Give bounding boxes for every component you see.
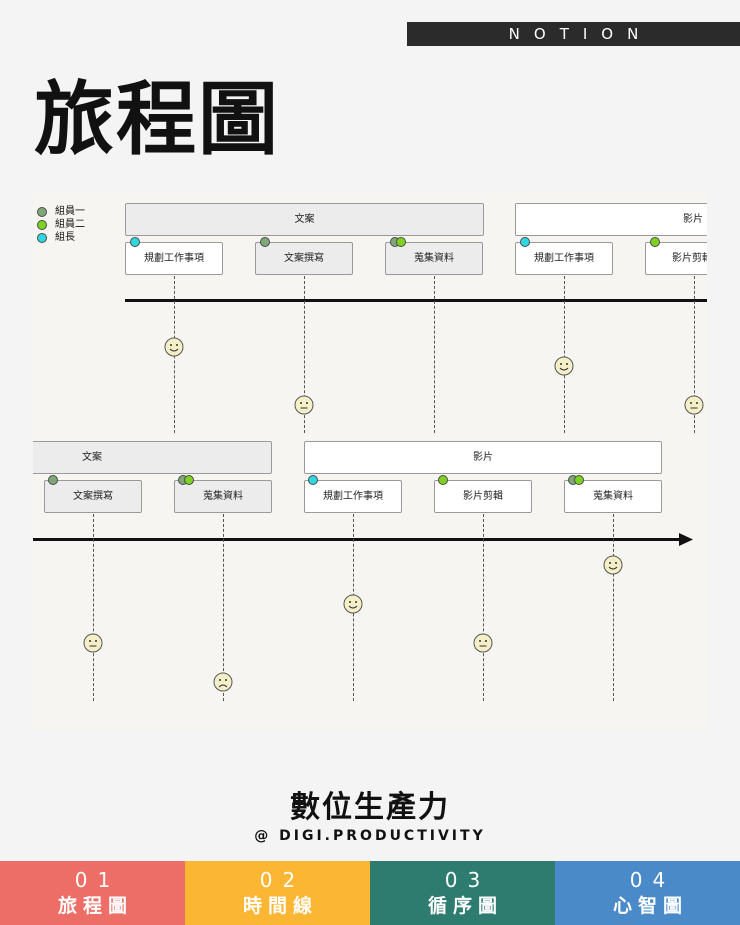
- tab-number: 04: [629, 868, 676, 892]
- task-collect[interactable]: 蒐集資料: [174, 480, 272, 513]
- assignee-member2-dot: [574, 475, 584, 485]
- phase-copywriting[interactable]: 文案: [125, 203, 484, 236]
- task-collect[interactable]: 蒐集資料: [385, 242, 483, 275]
- tab-mindmap[interactable]: 04 心智圖: [555, 861, 740, 925]
- assignee-member1-dot: [260, 237, 270, 247]
- sad-face-icon: [213, 672, 233, 692]
- legend-label: 組員一: [55, 206, 85, 217]
- phase-copywriting-label: 文案: [82, 452, 102, 463]
- footer-handle: @ DIGI.PRODUCTIVITY: [254, 828, 486, 844]
- timeline-axis: [125, 299, 707, 302]
- task-connector: [613, 514, 614, 701]
- task-write[interactable]: 文案撰寫: [255, 242, 353, 275]
- legend-item-leader: 組長: [37, 231, 85, 244]
- footer-title: 數位生產力: [290, 790, 450, 825]
- timeline-axis: [33, 538, 681, 541]
- task-plan[interactable]: 規劃工作事項: [304, 480, 402, 513]
- legend-label: 組長: [55, 232, 75, 243]
- phase-video-label: 影片: [683, 214, 703, 225]
- tab-label: 旅程圖: [57, 895, 133, 917]
- arrow-head-icon: [679, 533, 693, 546]
- task-connector: [223, 514, 224, 701]
- happy-face-icon: [343, 594, 363, 614]
- neutral-face-icon: [473, 633, 493, 653]
- assignee-member2-dot: [184, 475, 194, 485]
- legend-dot-member2: [37, 219, 47, 230]
- tab-label: 循序圖: [427, 895, 503, 917]
- series-tabs: 01 旅程圖 02 時間線 03 循序圖 04 心智圖: [0, 861, 740, 925]
- legend-item-member1: 組員一: [37, 205, 85, 218]
- task-plan[interactable]: 規劃工作事項: [125, 242, 223, 275]
- tab-journey[interactable]: 01 旅程圖: [0, 861, 185, 925]
- assignee-member2-dot: [650, 237, 660, 247]
- happy-face-icon: [554, 356, 574, 376]
- tab-timeline[interactable]: 02 時間線: [185, 861, 370, 925]
- legend-dot-member1: [37, 206, 47, 217]
- tab-number: 01: [74, 868, 121, 892]
- legend-item-member2: 組員二: [37, 218, 85, 231]
- assignee-member2-dot: [438, 475, 448, 485]
- phase-video[interactable]: 影片: [515, 203, 707, 236]
- assignee-leader-dot: [520, 237, 530, 247]
- happy-face-icon: [164, 337, 184, 357]
- legend-label: 組員二: [55, 219, 85, 230]
- neutral-face-icon: [684, 395, 704, 415]
- assignee-leader-dot: [308, 475, 318, 485]
- task-connector: [434, 276, 435, 433]
- assignee-leader-dot: [130, 237, 140, 247]
- task-connector: [304, 276, 305, 433]
- assignee-member1-dot: [48, 475, 58, 485]
- task-edit-label: 影片剪輯: [672, 253, 707, 264]
- task-connector: [564, 276, 565, 433]
- journey-canvas: 組員一 組員二 組長 文案 影片 規劃工作事項 文案撰寫 蒐集資料 規劃工作事項…: [33, 192, 707, 730]
- task-edit[interactable]: 影片剪輯: [434, 480, 532, 513]
- phase-copywriting[interactable]: 文案: [33, 441, 272, 474]
- phase-video[interactable]: 影片: [304, 441, 662, 474]
- task-connector: [483, 514, 484, 701]
- task-write[interactable]: 文案撰寫: [44, 480, 142, 513]
- happy-face-icon: [603, 555, 623, 575]
- neutral-face-icon: [294, 395, 314, 415]
- tab-label: 時間線: [242, 895, 318, 917]
- task-connector: [93, 514, 94, 701]
- tab-number: 02: [259, 868, 306, 892]
- tab-number: 03: [444, 868, 491, 892]
- task-plan[interactable]: 規劃工作事項: [515, 242, 613, 275]
- neutral-face-icon: [83, 633, 103, 653]
- page-title: 旅程圖: [34, 73, 280, 166]
- task-edit[interactable]: 影片剪輯: [645, 242, 707, 275]
- assignee-member2-dot: [396, 237, 406, 247]
- legend-dot-leader: [37, 232, 47, 243]
- tab-sequence[interactable]: 03 循序圖: [370, 861, 555, 925]
- legend: 組員一 組員二 組長: [37, 205, 85, 244]
- tab-label: 心智圖: [612, 895, 688, 917]
- brand-label: NOTION: [407, 22, 740, 46]
- task-connector: [694, 276, 695, 433]
- task-collect[interactable]: 蒐集資料: [564, 480, 662, 513]
